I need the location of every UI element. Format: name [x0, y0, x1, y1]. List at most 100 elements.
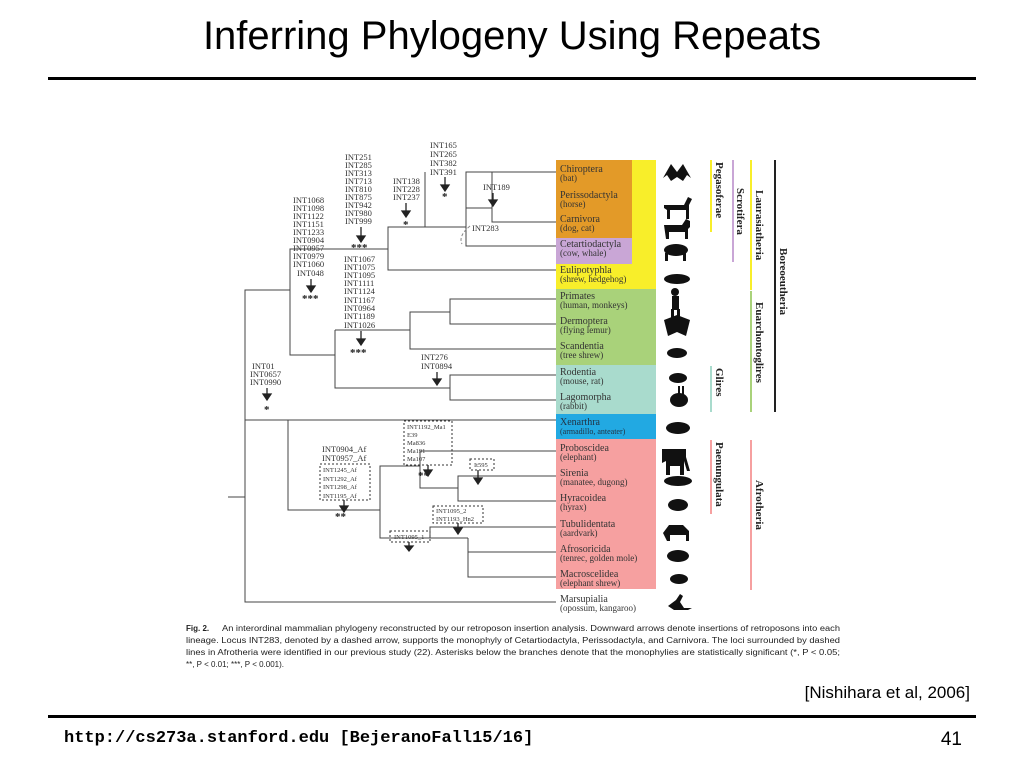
citation: [Nishihara et al, 2006] [804, 683, 970, 702]
taxon-name: Primates [560, 291, 595, 302]
locus-label: INT1068 [293, 195, 324, 205]
taxon-common: (flying lemur) [560, 325, 611, 335]
locus-label: INT1026 [344, 320, 375, 330]
dashed-box-paenungulata-locus [469, 458, 495, 471]
box-euarchonta [556, 289, 656, 365]
locus-label: INT1124 [344, 286, 376, 296]
taxon-name: Xenarthra [560, 417, 601, 428]
footer-url[interactable]: http://cs273a.stanford.edu [BejeranoFall… [64, 729, 534, 748]
taxon-common: (hyrax) [560, 502, 587, 512]
dashed-box-afrotheria-loci [319, 463, 371, 501]
locus-label: INT999 [345, 216, 372, 226]
locus-label: INT189 [483, 182, 510, 192]
taxon-name: Cetartiodactyla [560, 239, 622, 250]
manatee-silhouette-icon [664, 476, 692, 486]
taxon-common: (tenrec, golden mole) [560, 553, 637, 563]
taxon-common: (mouse, rat) [560, 376, 603, 386]
taxon-name: Proboscidea [560, 443, 609, 454]
locus-label: INT1233 [293, 227, 324, 237]
horse-silhouette-icon [664, 197, 692, 219]
taxon-name: Hyracoidea [560, 493, 607, 504]
locus-label: INT0904 [293, 235, 325, 245]
locus-label: Ma191 [407, 448, 425, 455]
locus-label: INT265 [430, 149, 457, 159]
taxon-name: Perissodactyla [560, 190, 618, 201]
locus-label: E39 [407, 432, 417, 439]
taxon-name: Macroscelidea [560, 569, 619, 580]
taxon-common: (elephant shrew) [560, 578, 620, 588]
locus-label: INT1095 [344, 270, 375, 280]
locus-label: INT1111 [344, 278, 374, 288]
dashed-box-afroinsectiphilia-locus [389, 530, 431, 543]
footer-rule [48, 715, 976, 718]
star-label: * [403, 219, 409, 231]
locus-label: INT980 [345, 208, 372, 218]
clade-label-glires: Glires [713, 368, 725, 397]
locus-label: INT237 [393, 192, 420, 202]
taxon-common: (shrew, hedgehog) [560, 274, 626, 284]
kangaroo-silhouette-icon [668, 594, 692, 610]
clade-label-paenungulata: Paenungulata [713, 442, 725, 507]
taxon-name: Eulipotyphla [560, 265, 612, 276]
caption-label: Fig. 2. [186, 624, 209, 633]
aardvark-silhouette-icon [663, 525, 689, 541]
taxon-common: (bat) [560, 173, 577, 183]
taxon-name: Chiroptera [560, 164, 603, 175]
box-laurasia-orange [556, 160, 632, 238]
title-underline [48, 77, 976, 80]
locus-label: INT1122 [293, 211, 324, 221]
locus-label: INT1193_Hn2 [436, 516, 474, 523]
star-label: ** [418, 470, 430, 482]
shrew-silhouette-icon [664, 274, 690, 284]
locus-label: INT875 [345, 192, 372, 202]
locus-label: INT0957_Af [322, 453, 367, 463]
taxon-name: Scandentia [560, 341, 604, 352]
box-cetartiodactyla [556, 238, 632, 264]
locus-label: Ma107 [407, 456, 426, 463]
locus-label: INT1151 [293, 219, 324, 229]
taxon-name: Sirenia [560, 468, 589, 479]
taxon-common: (aardvark) [560, 528, 597, 538]
locus-label: INT228 [393, 184, 420, 194]
star-label: *** [350, 347, 367, 359]
star-label: * [442, 191, 448, 203]
tree-shrew-silhouette-icon [667, 348, 687, 358]
locus-label: INT0979 [293, 251, 324, 261]
locus-label: INT1192_Ma1 [407, 424, 446, 431]
locus-label: INT942 [345, 200, 372, 210]
locus-label: INT0657 [250, 369, 281, 379]
box-pegasoferae-column [632, 160, 656, 264]
taxon-common: (manatee, dugong) [560, 477, 627, 487]
box-xenarthra [556, 414, 656, 439]
clade-brackets [710, 160, 776, 590]
taxon-common: (opossum, kangaroo) [560, 603, 636, 613]
clade-label-pegasoferae: Pegasoferae [713, 162, 725, 218]
cow-silhouette-icon [664, 244, 688, 256]
taxon-common: (tree shrew) [560, 350, 603, 360]
caption-line: lines in Afrotheria were identified in o… [186, 648, 840, 657]
star-label: ** [335, 511, 347, 523]
tenrec-silhouette-icon [667, 550, 689, 562]
dashed-locus-boxes: INT1192_Ma1 E39 Ma836 Ma191 Ma107 INT124… [319, 420, 495, 543]
taxon-name: Lagomorpha [560, 392, 612, 403]
locus-label: INT1167 [344, 295, 375, 305]
locus-label: INT1195_Af [323, 493, 358, 500]
tree-branches [228, 171, 556, 603]
locus-label: INT1095_1 [394, 534, 424, 541]
taxon-boxes [556, 160, 656, 589]
taxon-labels: Chiroptera (bat) Perissodactyla (horse) … [560, 164, 637, 613]
locus-label: INT276 [421, 352, 448, 362]
hyrax-silhouette-icon [668, 499, 688, 511]
caption-line: lineage. Locus INT283, denoted by a dash… [186, 636, 840, 645]
locus-label: It595 [474, 462, 488, 469]
locus-label: INT1060 [293, 259, 324, 269]
locus-labels: INT165 INT265 INT382 INT391 INT251 INT28… [250, 140, 510, 463]
locus-label: INT1298_Af [323, 484, 358, 491]
locus-label: INT285 [345, 160, 372, 170]
locus-label: INT0894 [421, 361, 453, 371]
locus-label: INT165 [430, 140, 457, 150]
animal-silhouettes [662, 164, 692, 610]
locus-label: INT1095_2 [436, 508, 466, 515]
clade-label-afrotheria: Afrotheria [753, 480, 765, 530]
